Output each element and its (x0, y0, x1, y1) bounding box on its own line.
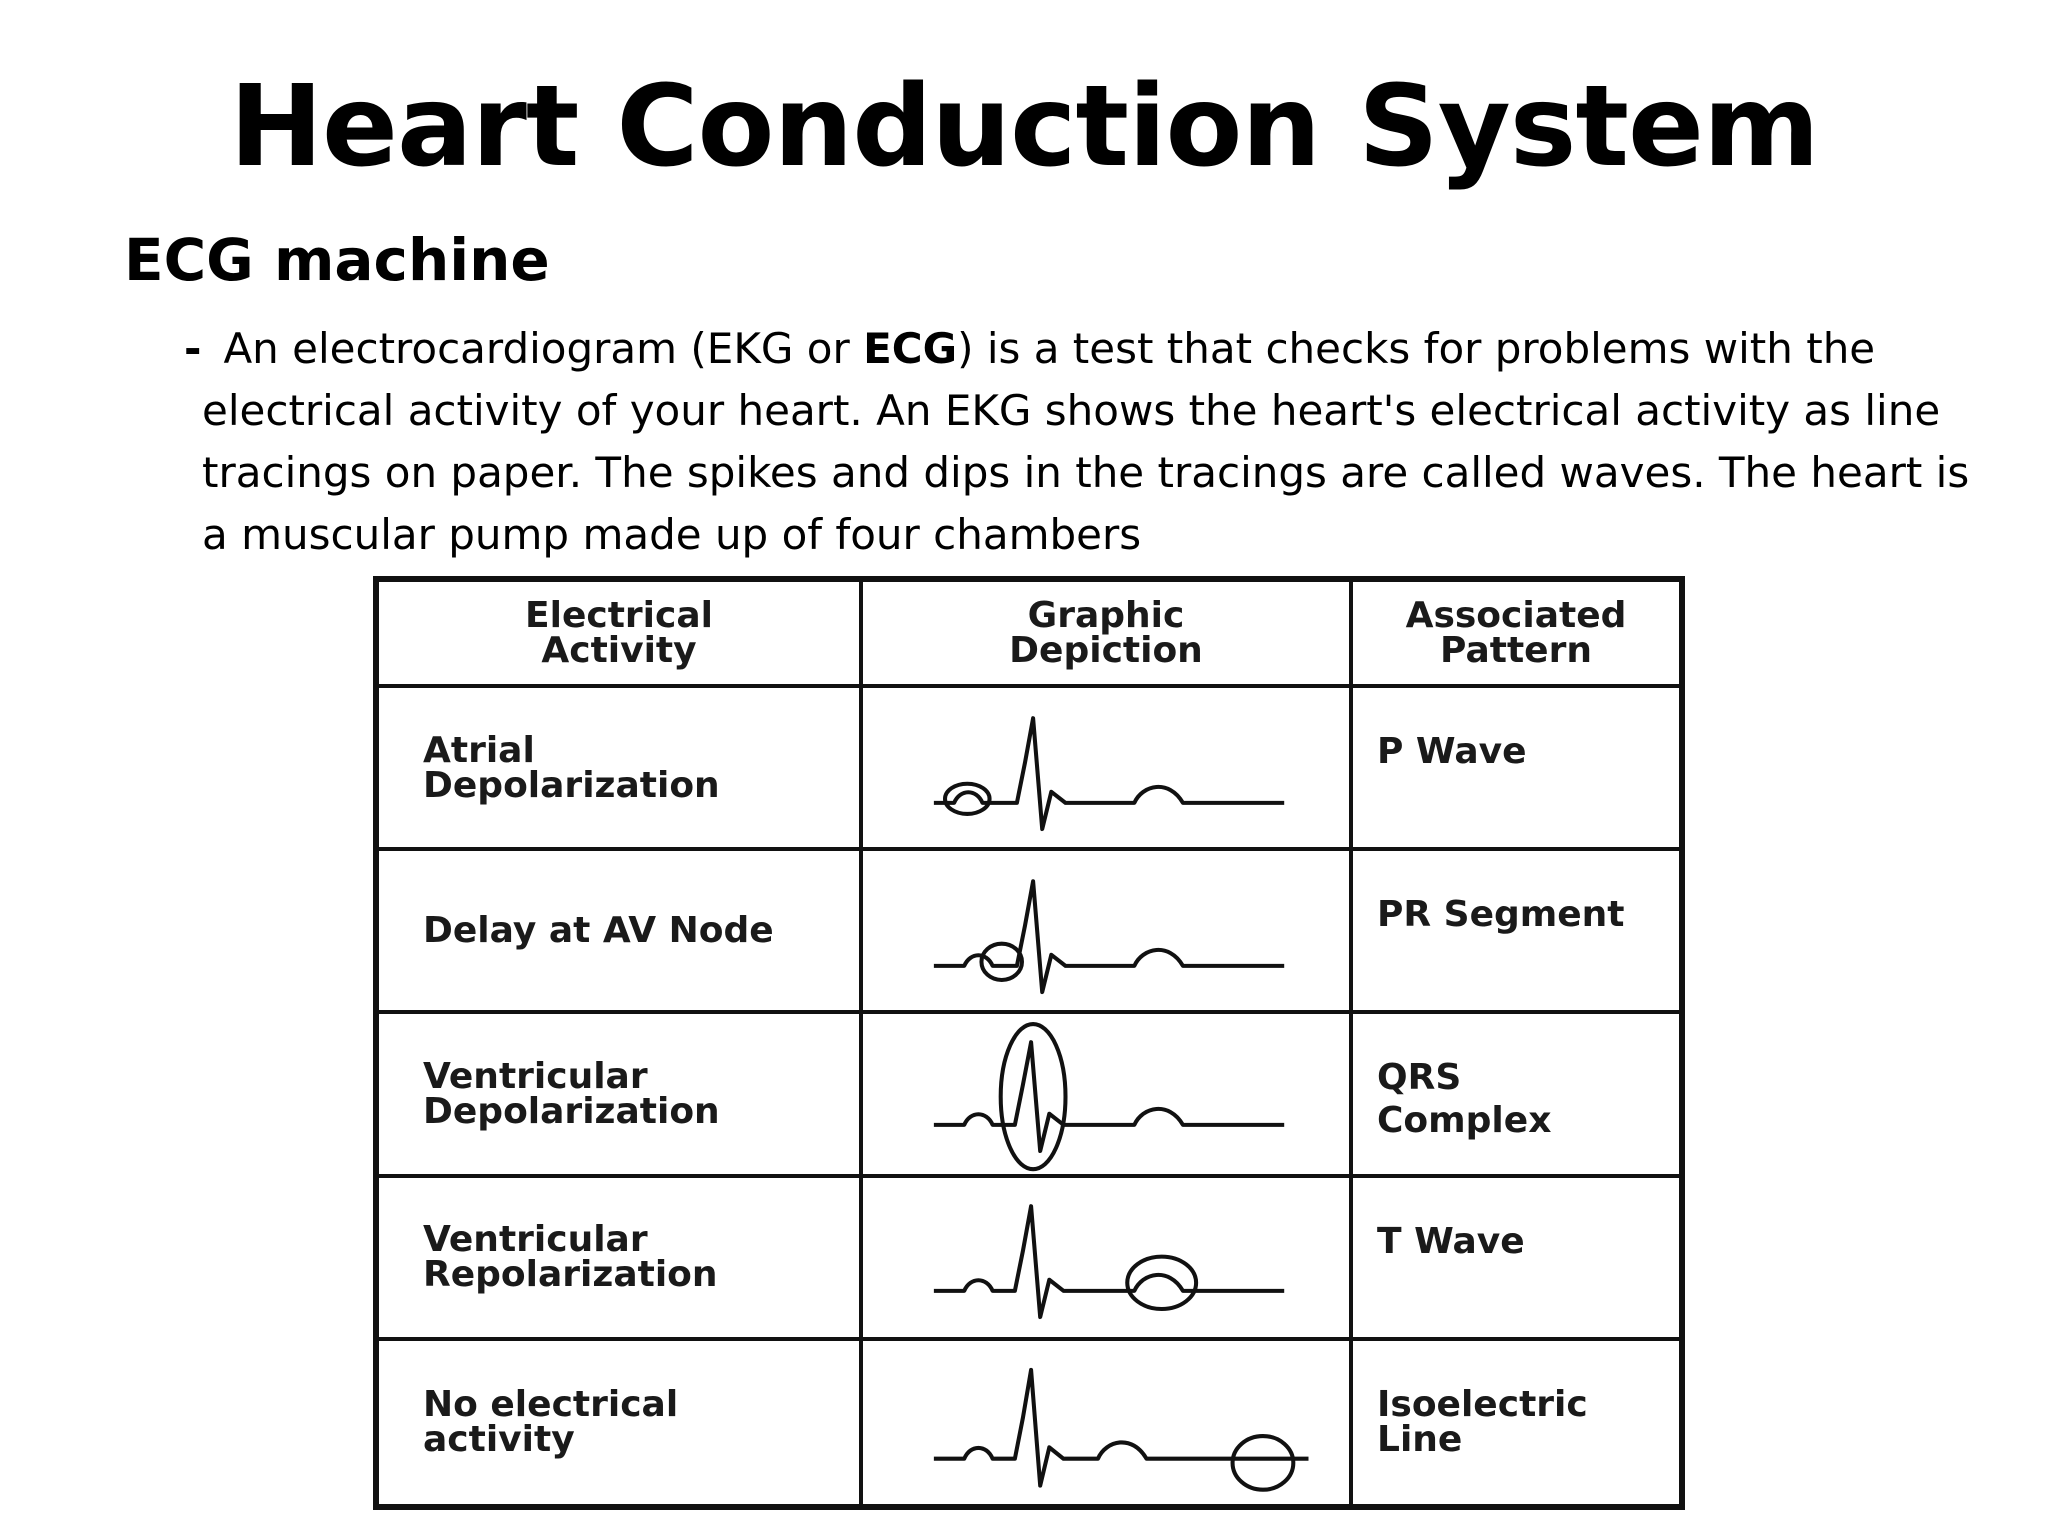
header-graphic-depiction: Graphic Depiction (863, 582, 1353, 688)
bullet-paragraph: -An electrocardiogram (EKG or ECG) is a … (184, 318, 1970, 566)
header-associated-pattern: Associated Pattern (1353, 582, 1679, 688)
ecg-trace-svg (933, 716, 1285, 832)
activity-text: Delay at AV Node (423, 910, 774, 952)
row-pattern-p-wave: P Wave (1353, 688, 1679, 852)
pattern-text: PR Segment (1377, 894, 1625, 936)
bullet-line-3: tracings on paper. The spikes and dips i… (202, 448, 1970, 497)
isoelectric-highlight-circle (1230, 1433, 1296, 1492)
qrs-highlight-ellipse (998, 1022, 1068, 1172)
row-activity-ventricular-depolarization: Ventricular Depolarization (379, 1014, 863, 1178)
pattern-text: P Wave (1377, 731, 1527, 772)
ecg-trace-line (933, 879, 1285, 995)
ecg-trace-line (933, 1367, 1309, 1488)
pr-segment-highlight-circle (979, 941, 1024, 983)
ecg-trace-svg (933, 1203, 1285, 1319)
row-pattern-pr-segment: PR Segment (1353, 851, 1679, 1015)
ecg-graphic-t-wave (863, 1177, 1353, 1341)
row-pattern-t-wave: T Wave (1353, 1178, 1679, 1341)
header-text: Associated (1405, 595, 1627, 636)
row-activity-ventricular-repolarization: Ventricular Repolarization (379, 1177, 863, 1341)
ecg-graphic-p-wave (863, 688, 1353, 852)
header-text: Electrical (525, 595, 713, 636)
activity-text: Atrial (423, 729, 535, 771)
p-wave-highlight-circle (942, 781, 992, 816)
bullet-text-post: ) is a test that checks for problems wit… (957, 324, 1876, 373)
bullet-line-2: electrical activity of your heart. An EK… (202, 386, 1941, 435)
ecg-graphic-pr-segment (863, 851, 1353, 1015)
ecg-table: Electrical Activity Graphic Depiction As… (373, 576, 1685, 1510)
activity-text: Ventricular (423, 1055, 648, 1097)
header-text: Activity (541, 630, 697, 671)
activity-text: Repolarization (423, 1254, 718, 1296)
row-pattern-isoelectric-line: Isoelectric Line (1353, 1341, 1679, 1504)
ecg-trace-svg (933, 1367, 1309, 1492)
bullet-line-4: a muscular pump made up of four chambers (202, 510, 1142, 559)
pattern-text: QRS (1377, 1057, 1462, 1099)
bullet-dash: - (184, 324, 202, 373)
ecg-graphic-qrs-complex (863, 1014, 1353, 1178)
pattern-text: Line (1377, 1418, 1463, 1460)
activity-text: Ventricular (423, 1219, 648, 1261)
ecg-graphic-isoelectric-line (863, 1340, 1353, 1504)
section-heading: ECG machine (124, 226, 550, 294)
ecg-trace-svg (933, 1022, 1285, 1172)
row-pattern-qrs-complex: QRS Complex (1353, 1014, 1679, 1178)
header-electrical-activity: Electrical Activity (379, 582, 863, 688)
header-text: Pattern (1440, 630, 1592, 671)
activity-text: Depolarization (423, 1090, 720, 1132)
bullet-line-1: -An electrocardiogram (EKG or ECG) is a … (184, 318, 1944, 380)
bullet-text-pre: An electrocardiogram (EKG or (223, 324, 864, 373)
ecg-trace-line (933, 1203, 1285, 1319)
activity-text: Depolarization (423, 764, 720, 806)
header-text: Graphic (1027, 595, 1185, 636)
pattern-text: Complex (1377, 1100, 1552, 1142)
ecg-trace-line (933, 716, 1285, 832)
activity-text: activity (423, 1419, 575, 1461)
pattern-text: Isoelectric (1377, 1383, 1588, 1425)
bullet-text-bold: ECG (863, 324, 958, 373)
row-activity-atrial-depolarization: Atrial Depolarization (379, 688, 863, 852)
header-text: Depiction (1009, 630, 1203, 671)
t-wave-highlight-circle (1125, 1254, 1199, 1311)
row-activity-delay-av-node: Delay at AV Node (379, 851, 863, 1015)
pattern-text: T Wave (1377, 1220, 1525, 1262)
row-activity-no-electrical-activity: No electrical activity (379, 1340, 863, 1504)
activity-text: No electrical (423, 1384, 679, 1426)
slide-title: Heart Conduction System (229, 62, 1819, 192)
ecg-trace-line (933, 1040, 1285, 1154)
ecg-trace-svg (933, 879, 1285, 995)
